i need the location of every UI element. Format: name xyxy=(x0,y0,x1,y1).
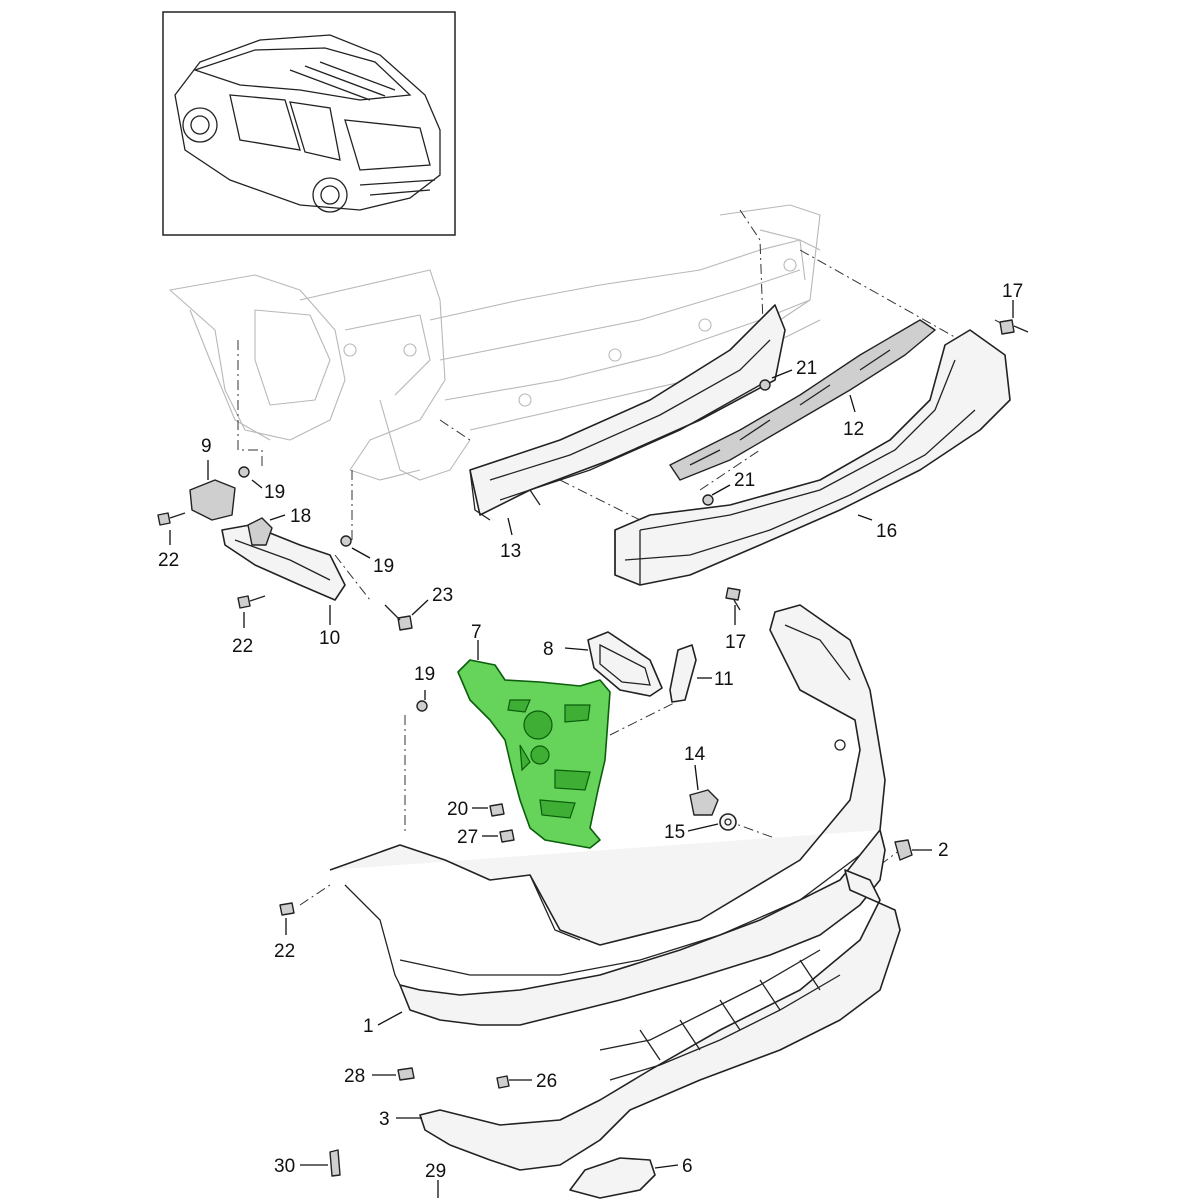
part-3-lower-diffuser xyxy=(419,869,901,1171)
part-11-bracket xyxy=(669,644,697,703)
part-12-retainer-strip xyxy=(669,319,936,481)
part-10-bracket xyxy=(221,524,346,601)
callout-15: 15 xyxy=(664,822,685,843)
part-7-side-bracket-highlighted xyxy=(457,659,611,849)
callout-16: 16 xyxy=(876,521,897,542)
callout-22-low: 22 xyxy=(274,941,295,962)
callout-13: 13 xyxy=(500,541,521,562)
part-15-ring xyxy=(719,813,737,831)
callout-22-top: 22 xyxy=(158,550,179,571)
callout-22-mid: 22 xyxy=(232,636,253,657)
callout-19-low: 19 xyxy=(414,664,435,685)
part-1-bumper-cover xyxy=(329,604,886,1026)
callout-30: 30 xyxy=(274,1156,295,1177)
callout-2: 2 xyxy=(938,840,949,861)
callout-23: 23 xyxy=(432,585,453,606)
callout-29: 29 xyxy=(425,1161,446,1182)
callout-3: 3 xyxy=(379,1109,390,1130)
callout-19-top: 19 xyxy=(264,482,285,503)
callout-27: 27 xyxy=(457,827,478,848)
leader-lines xyxy=(169,300,1014,1198)
callout-10: 10 xyxy=(319,628,340,649)
callout-12: 12 xyxy=(843,419,864,440)
fasteners xyxy=(157,319,1029,1177)
callout-19-mid: 19 xyxy=(373,556,394,577)
part-14-sensor xyxy=(689,789,719,816)
part-18-clip xyxy=(247,517,273,546)
callout-18: 18 xyxy=(290,506,311,527)
callout-9: 9 xyxy=(201,436,212,457)
callout-26: 26 xyxy=(536,1071,557,1092)
part-8-trim-frame xyxy=(587,631,663,697)
callout-28: 28 xyxy=(344,1066,365,1087)
callout-11: 11 xyxy=(714,669,734,690)
callout-6: 6 xyxy=(682,1156,693,1177)
callout-17-lower: 17 xyxy=(725,632,746,653)
callout-21-top: 21 xyxy=(796,358,817,379)
callout-labels: 17 21 12 21 16 13 17 9 19 18 19 22 23 22… xyxy=(158,281,1023,1182)
callout-8: 8 xyxy=(543,639,554,660)
part-2-clip xyxy=(894,839,913,861)
part-6-trim-ring xyxy=(569,1157,656,1199)
callout-7: 7 xyxy=(471,622,482,643)
part-16-energy-absorber xyxy=(614,329,1011,586)
callout-1: 1 xyxy=(363,1016,374,1037)
part-13-bumper-reinforcement xyxy=(469,304,786,521)
callout-20: 20 xyxy=(447,799,468,820)
callout-14: 14 xyxy=(684,744,706,765)
part-9-bracket xyxy=(189,479,236,521)
callout-21-lower: 21 xyxy=(734,470,755,491)
callout-17-top: 17 xyxy=(1002,281,1023,302)
vehicle-overview-inset xyxy=(162,11,456,236)
